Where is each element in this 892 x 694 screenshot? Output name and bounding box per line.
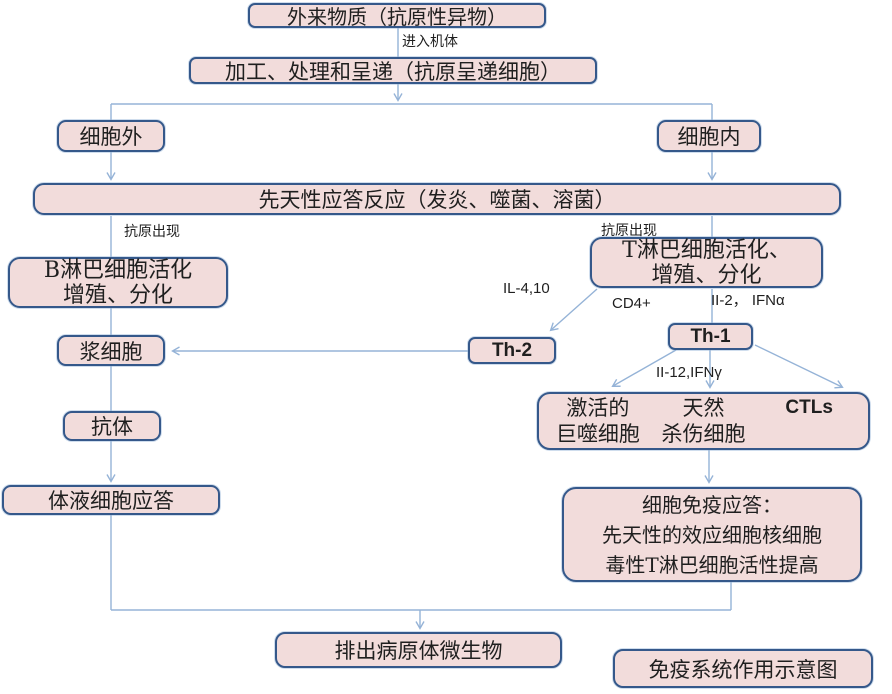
node-diagram-legend: 免疫系统作用示意图: [613, 649, 873, 688]
node-processing-presentation: 加工、处理和呈递（抗原呈递细胞）: [189, 57, 597, 84]
node-b-lymphocyte: B淋巴细胞活化 增殖、分化: [8, 257, 228, 308]
edge-label-il2-ifna: II-2， IFNα: [711, 292, 785, 309]
effector-macrophage: 激活的 巨噬细胞: [555, 396, 640, 446]
node-innate-response: 先天性应答反应（发炎、噬菌、溶菌）: [33, 183, 841, 215]
node-cellular-response: 细胞免疫应答： 先天性的效应细胞核细胞 毒性T淋巴细胞活性提高: [562, 487, 862, 582]
edge-label-enter-body: 进入机体: [402, 34, 458, 50]
effector-nk-cell: 天然 杀伤细胞: [661, 396, 746, 446]
node-antibody: 抗体: [63, 411, 161, 441]
node-th1: Th-1: [668, 323, 753, 350]
node-extracellular: 细胞外: [57, 120, 165, 152]
effector-ctls: CTLs: [785, 397, 833, 418]
node-expel-pathogen: 排出病原体微生物: [275, 632, 562, 668]
edge-label-il4-10: IL-4,10: [503, 280, 550, 297]
node-intracellular: 细胞内: [657, 120, 761, 152]
node-humoral-response: 体液细胞应答: [2, 485, 220, 515]
edge-label-antigen-appears-right: 抗原出现: [601, 223, 657, 239]
connector-tcell-to-th2: [551, 288, 598, 330]
connector-th1-to-macrophage: [613, 349, 677, 386]
node-foreign-substance: 外来物质（抗原性异物）: [248, 3, 546, 29]
connector-th1-to-ctls: [754, 344, 842, 387]
edge-label-antigen-appears-left: 抗原出现: [124, 224, 180, 240]
node-effector-cells: 激活的 巨噬细胞 天然 杀伤细胞 CTLs: [537, 392, 870, 450]
edge-label-il12-ifng: II-12,IFNγ: [656, 364, 722, 381]
node-th2: Th-2: [468, 337, 556, 364]
node-t-lymphocyte: T淋巴细胞活化、 增殖、分化: [590, 237, 823, 288]
edge-label-cd4: CD4+: [612, 295, 651, 312]
node-plasma-cell: 浆细胞: [57, 335, 165, 366]
